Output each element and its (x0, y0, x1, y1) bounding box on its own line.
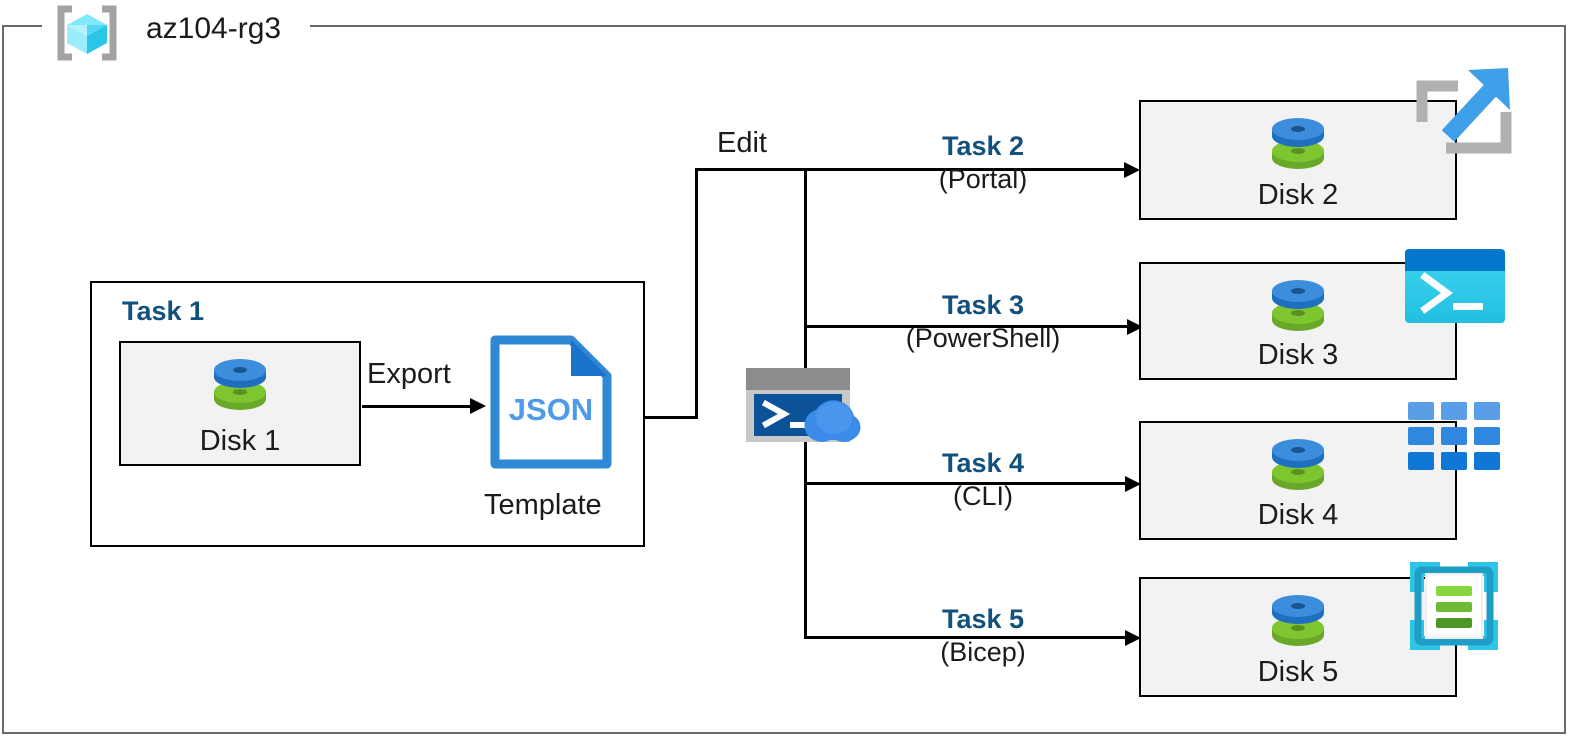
export-label: Export (367, 358, 451, 390)
branch3-tool-text: (PowerShell) (905, 323, 1061, 353)
azure-portal-icon (1410, 60, 1518, 168)
cloud-shell-icon (744, 366, 866, 448)
managed-disk-icon (1141, 587, 1455, 653)
edit-connector-segment-2 (695, 168, 698, 419)
powershell-icon (1405, 249, 1505, 323)
managed-disk-icon (1141, 431, 1455, 497)
resource-group-name: az104-rg3 (146, 12, 282, 45)
branch2-label: Task 2 (Portal) (883, 131, 1083, 197)
branch4-arrowhead (1125, 476, 1141, 492)
disk4-label: Disk 4 (1257, 499, 1339, 531)
branch5-label: Task 5 (Bicep) (883, 604, 1083, 670)
task1-title: Task 1 (122, 296, 205, 326)
disk3-box[interactable]: Disk 3 (1139, 262, 1457, 380)
branch3-connector-line (804, 325, 1133, 328)
managed-disk-icon (1141, 110, 1455, 176)
disk5-box[interactable]: Disk 5 (1139, 577, 1457, 697)
bicep-icon (1406, 558, 1502, 654)
branch4-tool-text: (CLI) (953, 481, 1013, 511)
export-arrowhead (470, 398, 486, 414)
template-caption: Template (484, 489, 602, 521)
branch2-tool-text: (Portal) (938, 164, 1028, 194)
disk2-label: Disk 2 (1257, 179, 1339, 211)
azure-cli-grid-icon (1408, 402, 1500, 472)
managed-disk-icon (121, 351, 359, 417)
branch5-connector-line (804, 636, 1131, 639)
edit-connector-segment-1 (645, 416, 698, 419)
json-file-icon: JSON (489, 334, 613, 470)
branch4-connector-line (804, 482, 1131, 485)
json-file-type-text: JSON (509, 392, 593, 427)
edit-label: Edit (717, 127, 767, 159)
branch3-label: Task 3 (PowerShell) (883, 290, 1083, 356)
branch4-task-text: Task 4 (941, 448, 1025, 478)
branch5-arrowhead (1125, 630, 1141, 646)
resource-group-frame (2, 25, 1566, 734)
disk4-box[interactable]: Disk 4 (1139, 421, 1457, 540)
branch5-task-text: Task 5 (941, 604, 1025, 634)
branch5-tool-text: (Bicep) (940, 637, 1026, 667)
disk1-box[interactable]: Disk 1 (119, 341, 361, 466)
disk5-label: Disk 5 (1257, 656, 1339, 688)
azure-resource-group-icon (50, 2, 124, 64)
branch3-task-text: Task 3 (941, 290, 1025, 320)
managed-disk-icon (1141, 272, 1455, 338)
export-connector-line (362, 405, 472, 408)
branch2-connector-line (804, 168, 1130, 171)
branch2-arrowhead (1124, 162, 1140, 178)
disk2-box[interactable]: Disk 2 (1139, 100, 1457, 220)
branch4-label: Task 4 (CLI) (883, 448, 1083, 514)
disk3-label: Disk 3 (1257, 339, 1339, 371)
disk1-label: Disk 1 (199, 425, 281, 457)
branch2-task-text: Task 2 (941, 131, 1025, 161)
